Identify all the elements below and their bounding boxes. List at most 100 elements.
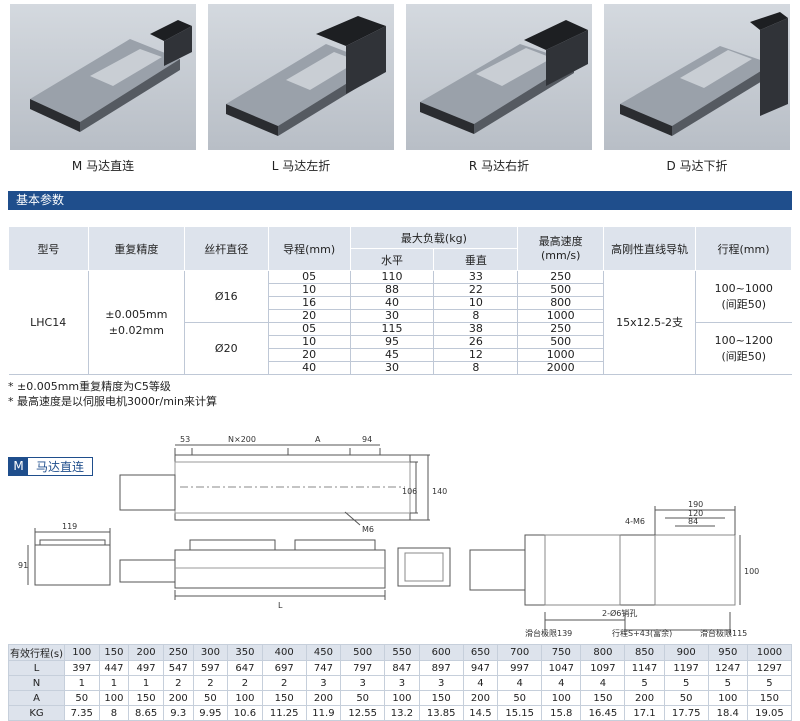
lead-cell: 05 — [268, 322, 351, 336]
header-maxload: 最大负载(kg) — [349, 226, 519, 249]
lead-cell: 10 — [268, 283, 351, 297]
notes: * ±0.005mm重复精度为C5等级 * 最高速度是以伺服电机3000r/mi… — [8, 379, 217, 409]
lead-cell: 20 — [268, 348, 351, 362]
stroke-cell: 1297 — [746, 660, 793, 676]
stroke-cell: 550 — [384, 644, 420, 661]
header-horizontal: 水平 — [349, 248, 435, 271]
stroke-cell: 447 — [98, 660, 130, 676]
photo-caption-d: D 马达下折 — [666, 159, 728, 173]
stroke-cell: 100 — [384, 690, 420, 706]
stroke-row-label: A — [8, 690, 65, 706]
stroke-cell: 200 — [305, 690, 342, 706]
speed-cell: 2000 — [517, 361, 605, 375]
stroke-cell: 1247 — [707, 660, 748, 676]
stroke-cell: 150 — [746, 690, 793, 706]
product-photo-m — [10, 4, 196, 150]
stroke-cell: 300 — [192, 644, 229, 661]
stroke-cell: 747 — [305, 660, 342, 676]
stroke-cell: 1 — [98, 675, 130, 691]
horizontal-cell: 95 — [350, 335, 435, 349]
horizontal-cell: 115 — [350, 322, 435, 336]
stroke-cell: 997 — [497, 660, 543, 676]
stroke-cell: 5 — [707, 675, 748, 691]
stroke-cell: 200 — [162, 690, 194, 706]
horizontal-cell: 88 — [350, 283, 435, 297]
stroke-cell: 3 — [305, 675, 342, 691]
header-rail: 高刚性直线导轨 — [603, 226, 697, 271]
stroke-cell: 1047 — [541, 660, 582, 676]
stroke-cell: 9.3 — [162, 705, 194, 721]
stroke-cell: 17.75 — [663, 705, 709, 721]
stroke-cell: 950 — [707, 644, 748, 661]
rail-cell: 15x12.5-2支 — [603, 270, 697, 375]
lead-cell: 16 — [268, 296, 351, 310]
dim-limit-right: 滑台极限115 — [700, 628, 747, 638]
lead-cell: 05 — [268, 270, 351, 284]
header-vertical: 垂直 — [433, 248, 519, 271]
stroke-cell: 800 — [580, 644, 626, 661]
dim-100: 100 — [744, 567, 759, 576]
dim-stroke-s: 行程S+43(富余) — [612, 628, 672, 638]
dim-91: 91 — [18, 561, 28, 570]
repeat-value-1: ±0.005mm — [105, 307, 168, 321]
stroke-cell: 5 — [746, 675, 793, 691]
stroke-cell: 15.8 — [541, 705, 582, 721]
lead-cell: 20 — [268, 309, 351, 323]
dim-4m6: 4-M6 — [625, 517, 645, 526]
horizontal-cell: 40 — [350, 296, 435, 310]
stroke-row-label: 有效行程(s) — [8, 644, 65, 661]
header-lead: 导程(mm) — [267, 226, 351, 271]
header-repeat: 重复精度 — [87, 226, 185, 271]
dim-94: 94 — [362, 435, 372, 444]
lead-cell: 10 — [268, 335, 351, 349]
stroke-cell: 400 — [261, 644, 307, 661]
vertical-cell: 33 — [433, 270, 519, 284]
stroke-pitch-16: (间距50) — [721, 297, 767, 311]
header-stroke: 行程(mm) — [695, 226, 792, 271]
dim-106: 106 — [402, 487, 417, 496]
stroke-cell: 650 — [462, 644, 499, 661]
stroke-range-20: 100~1200 — [714, 333, 773, 347]
header-speed: 最高速度 (mm/s) — [517, 226, 605, 271]
stroke-cell: 14.5 — [462, 705, 499, 721]
screw-cell-20: Ø20 — [184, 322, 269, 375]
stroke-cell: 3 — [384, 675, 420, 691]
product-photos: M 马达直连 L 马达左折 R 马达右折 — [0, 0, 800, 180]
stroke-cell: 13.85 — [418, 705, 464, 721]
stroke-cell: 50 — [64, 690, 100, 706]
stroke-cell: 1000 — [746, 644, 793, 661]
photo-caption-l: L 马达左折 — [271, 159, 331, 173]
stroke-cell: 3 — [340, 675, 386, 691]
dim-84: 84 — [688, 517, 698, 526]
speed-cell: 500 — [517, 283, 605, 297]
dim-limit-left: 滑台极限139 — [525, 628, 572, 638]
stroke-range-16: 100~1000 — [714, 281, 773, 295]
dim-120: 120 — [688, 509, 703, 518]
stroke-cell: 50 — [340, 690, 386, 706]
stroke-cell: 497 — [128, 660, 164, 676]
stroke-cell: 597 — [192, 660, 229, 676]
stroke-cell: 18.4 — [707, 705, 748, 721]
stroke-cell: 2 — [227, 675, 263, 691]
dim-l: L — [278, 601, 283, 610]
section-title-bar: 基本参数 — [8, 191, 792, 210]
stroke-cell: 50 — [192, 690, 229, 706]
stroke-cell: 3 — [418, 675, 464, 691]
vertical-cell: 22 — [433, 283, 519, 297]
stroke-cell: 200 — [462, 690, 499, 706]
stroke-cell: 4 — [541, 675, 582, 691]
dim-53: 53 — [180, 435, 190, 444]
vertical-cell: 10 — [433, 296, 519, 310]
stroke-cell: 847 — [384, 660, 420, 676]
dim-119: 119 — [62, 522, 77, 531]
stroke-cell: 2 — [162, 675, 194, 691]
tag-letter: M — [9, 457, 28, 476]
speed-cell: 250 — [517, 270, 605, 284]
stroke-cell: 5 — [624, 675, 665, 691]
stroke-cell: 5 — [663, 675, 709, 691]
